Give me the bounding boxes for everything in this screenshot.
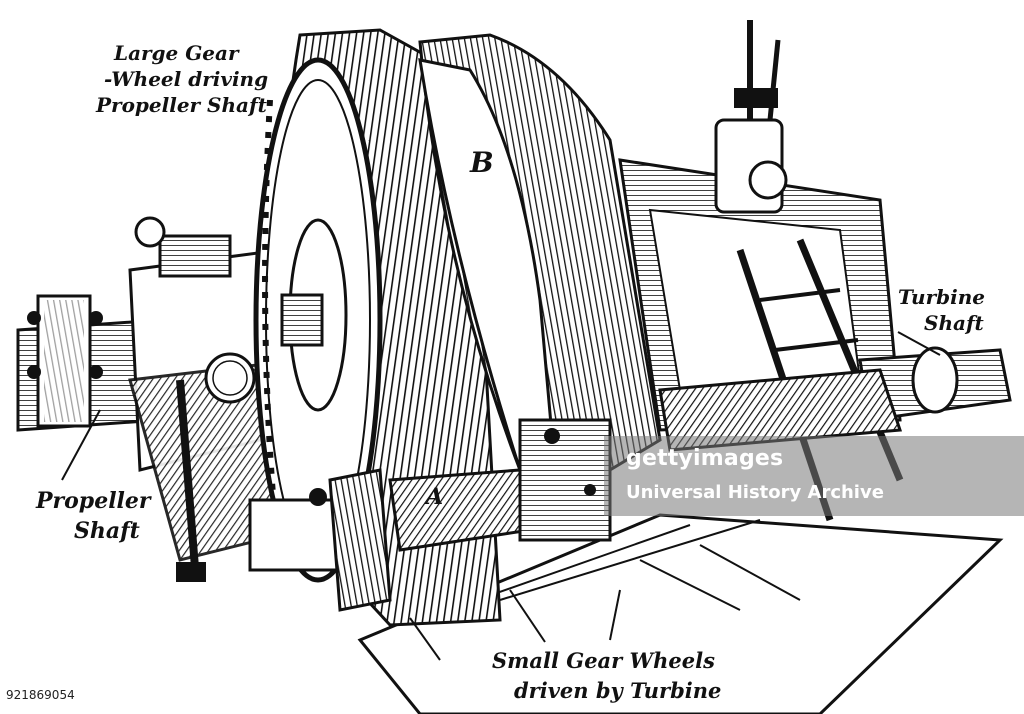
propeller-shaft-label: Propeller Shaft: [36, 486, 151, 546]
watermark-brand: gettyimages: [626, 446, 784, 471]
turbine-shaft-drawing: [658, 346, 1012, 452]
large-gear-label-line-1: Large Gear: [114, 41, 239, 65]
large-gear-label-line-3: Propeller Shaft: [96, 93, 267, 117]
propeller-shaft-label-line-2: Shaft: [74, 518, 140, 544]
watermark-credit: Universal History Archive: [626, 482, 884, 503]
large-gear-label: Large Gear -Wheel driving Propeller Shaf…: [96, 40, 268, 118]
propeller-shaft-label-line-1: Propeller: [36, 488, 151, 514]
turbine-shaft-label: Turbine Shaft: [898, 284, 985, 336]
pinion-a: [248, 418, 612, 612]
gear-letter-a: A: [426, 484, 444, 510]
small-gears-label: Small Gear Wheels driven by Turbine: [492, 646, 721, 706]
turbine-shaft-label-line-2: Shaft: [924, 311, 984, 335]
base-plate: [357, 513, 1004, 714]
large-gear-label-line-2: -Wheel driving: [104, 67, 269, 91]
small-gears-label-line-2: driven by Turbine: [514, 678, 722, 703]
small-gears-label-line-1: Small Gear Wheels: [492, 648, 715, 673]
watermark-banner: gettyimages Universal History Archive: [604, 436, 1024, 516]
turbine-shaft-label-line-1: Turbine: [898, 285, 985, 309]
image-id: 921869054: [0, 684, 81, 706]
propeller-shaft-drawing: [16, 294, 162, 432]
gear-letter-b: B: [470, 146, 494, 179]
leader-lines: [61, 331, 941, 661]
